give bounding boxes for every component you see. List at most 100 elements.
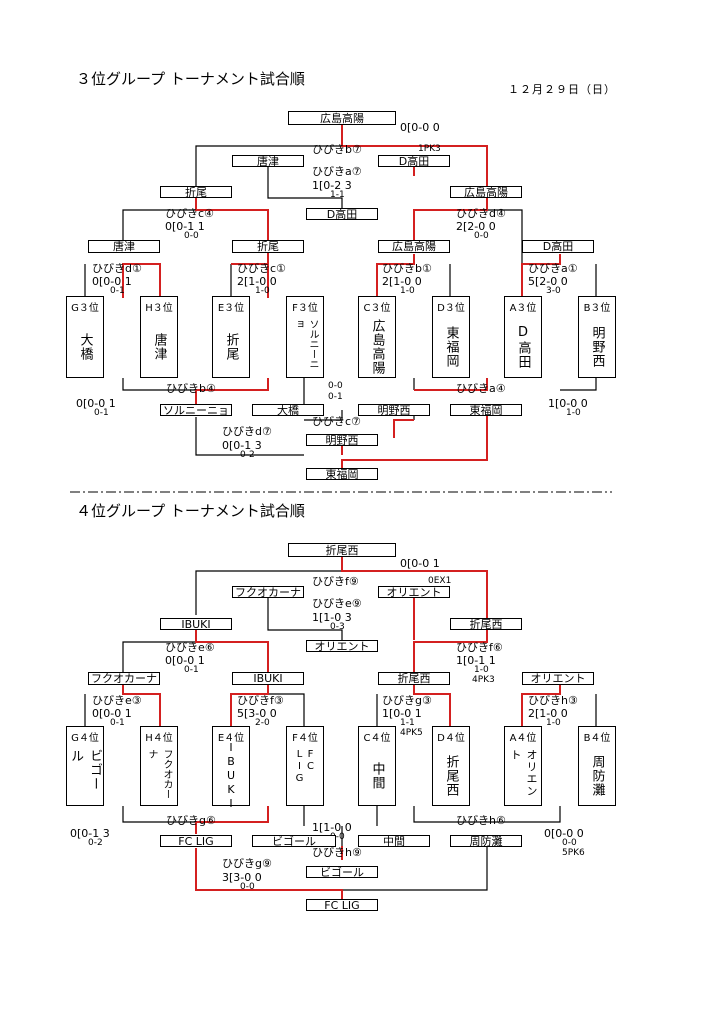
- g3-match-d4-score2: 0-0: [474, 231, 489, 241]
- team-name: ビゴール: [68, 749, 102, 791]
- g4-lower-h6: ひびきh⑥: [456, 814, 506, 827]
- g3-team-4: F３位 ソルニーニョ: [286, 296, 324, 378]
- g3-lower-c7: ひびきc⑦: [312, 415, 361, 428]
- g4-lower-h6-pk: 5PK6: [562, 848, 585, 858]
- team-rank: H４位: [145, 733, 173, 744]
- g3-r1-label-4: ひびきa①: [528, 262, 578, 275]
- team-rank: F３位: [292, 303, 318, 314]
- g4-lower-box-2: ビゴール: [252, 835, 336, 847]
- g3-team-8: B３位 明野西: [578, 296, 616, 378]
- g4-third-place-box: オリエント: [306, 640, 378, 652]
- g3-r1-score2-4: 3-0: [546, 286, 561, 296]
- g3-match-d4: ひびきd④: [456, 207, 506, 220]
- g3-top-score: 0[0-0 0: [400, 121, 440, 134]
- g3-team-5: C３位 広島高陽: [358, 296, 396, 378]
- g3-mid-score: 1[0-2 3: [312, 179, 352, 192]
- g3-lower-a4-score: 1[0-0 0: [548, 397, 588, 410]
- team-name: 明野西: [589, 326, 605, 368]
- g3-top-pk: 1PK3: [418, 144, 441, 154]
- team-rank: D３位: [437, 303, 465, 314]
- g3-box-orio-sf: 折尾: [160, 186, 232, 198]
- team-rank: E３位: [217, 303, 245, 314]
- g3-mid-score2: 1-1: [330, 190, 345, 200]
- g4-mid-score2: 0-3: [330, 622, 345, 632]
- g4-team-7: A４位 オリエント: [504, 726, 542, 806]
- g4-top-score: 0[0-0 1: [400, 557, 440, 570]
- g4-lower-g9-score: 3[3-0 0: [222, 871, 262, 884]
- g3-qf-box-1: 唐津: [88, 240, 160, 253]
- team-rank: C３位: [363, 303, 391, 314]
- team-name: D高田: [515, 325, 531, 369]
- g3-r1-score2-2: 1-0: [255, 286, 270, 296]
- team-name: FC LIG: [294, 749, 316, 785]
- g3-match-c4: ひびきc④: [165, 207, 214, 220]
- g4-r1-label-1: ひびきe③: [92, 694, 142, 707]
- g3-lower-mid-box: 明野西: [306, 434, 378, 446]
- g4-lower-box-1: FC LIG: [160, 835, 232, 847]
- g4-match-f9: ひびきf⑨: [312, 575, 359, 588]
- g3-match-b7: ひびきb⑦: [312, 143, 362, 156]
- g3-r1-score-2: 2[1-0 0: [237, 275, 277, 288]
- g4-lower-h6-score: 0[0-0 0: [544, 827, 584, 840]
- g4-r1-label-3: ひびきg③: [382, 694, 432, 707]
- team-rank: C４位: [363, 733, 391, 744]
- team-name: ソルニーニョ: [292, 319, 318, 369]
- g4-match-e6: ひびきe⑥: [165, 641, 215, 654]
- g4-match-e9: ひびきe⑨: [312, 597, 362, 610]
- g4-lower-h9-score: 1[1-0 0: [312, 821, 352, 834]
- g3-lower-box-2: 大橋: [252, 404, 324, 416]
- g3-match-c4-score: 0[0-1 1: [165, 220, 205, 233]
- g3-team-1: G３位 大橋: [66, 296, 104, 378]
- g4-r1-score2-3: 1-1: [400, 718, 415, 728]
- g3-lower-final-box: 東福岡: [306, 468, 378, 480]
- g4-lower-box-3: 中間: [358, 835, 430, 847]
- g3-team-6: D３位 東福岡: [432, 296, 470, 378]
- team-name: IBUKI: [224, 741, 238, 811]
- team-name: 大橋: [77, 333, 93, 361]
- g4-lower-g6: ひびきg⑥: [166, 814, 216, 827]
- g4-match-f6-pk: 4PK3: [472, 675, 495, 685]
- g4-lower-g9: ひびきg⑨: [222, 857, 272, 870]
- g3-r1-score-1: 0[0-0 1: [92, 275, 132, 288]
- g3-qf-box-2: 折尾: [232, 240, 304, 253]
- g3-r1-label-2: ひびきc①: [237, 262, 286, 275]
- g3-r1-score2-3: 1-0: [400, 286, 415, 296]
- team-name: 中間: [369, 762, 385, 790]
- g4-r1-score-2: 5[3-0 0: [237, 707, 277, 720]
- g3-lower-d7: ひびきd⑦: [222, 425, 272, 438]
- team-name: フクオカーナ: [146, 749, 172, 799]
- team-rank: G４位: [71, 733, 99, 744]
- g4-r1-score2-2: 2-0: [255, 718, 270, 728]
- g4-r1-score-3: 1[0-0 1: [382, 707, 422, 720]
- team-rank: A４位: [509, 733, 537, 744]
- g3-box-hiroshima-sf: 広島高陽: [450, 186, 522, 198]
- g4-box-ibuki-sf: IBUKI: [160, 618, 232, 630]
- team-name: 周防灘: [589, 755, 605, 797]
- g3-qf-box-4: D高田: [522, 240, 594, 253]
- g4-match-f6: ひびきf⑥: [456, 641, 503, 654]
- g3-r1-score-3: 2[1-0 0: [382, 275, 422, 288]
- g3-lower-box-4: 東福岡: [450, 404, 522, 416]
- g4-team-8: B４位 周防灘: [578, 726, 616, 806]
- g4-r1-label-4: ひびきh③: [528, 694, 578, 707]
- g4-lower-mid-box: ビゴール: [306, 866, 378, 878]
- g3-lower-a4: ひびきa④: [456, 382, 506, 395]
- team-rank: E４位: [217, 733, 245, 744]
- team-name: 折尾: [223, 333, 239, 361]
- g4-lower-g6-score2: 0-2: [88, 838, 103, 848]
- team-rank: A３位: [509, 303, 537, 314]
- team-rank: D４位: [437, 733, 465, 744]
- g4-lower-h9: ひびきh⑨: [312, 846, 362, 859]
- g3-match-c4-score2: 0-0: [184, 231, 199, 241]
- g3-lower-b4-score: 0[0-0 1: [76, 397, 116, 410]
- g3-lower-a4-score2: 1-0: [566, 408, 581, 418]
- team-name: 折尾西: [443, 755, 459, 797]
- team-rank: B３位: [583, 303, 611, 314]
- g3-r1-score-4: 5[2-0 0: [528, 275, 568, 288]
- team-name: 広島高陽: [369, 319, 385, 375]
- g4-team-1: G４位 ビゴール: [66, 726, 104, 806]
- g3-lower-c7-score1: 0-0: [328, 381, 343, 391]
- g4-lower-box-4: 周防灘: [450, 835, 522, 847]
- g4-qf-box-1: フクオカーナ: [88, 672, 160, 685]
